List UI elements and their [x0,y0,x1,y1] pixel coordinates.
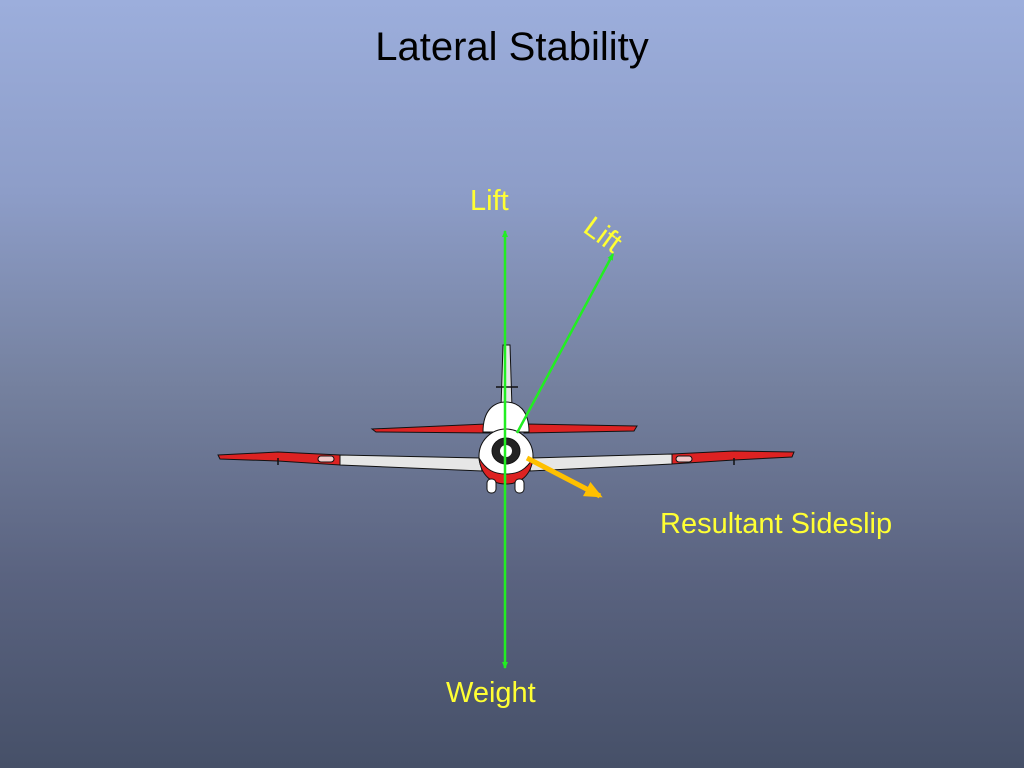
weight-label: Weight [446,677,536,709]
lift-vertical-label: Lift [470,185,509,217]
sideslip-arrow [525,455,603,499]
resultant-sideslip-label: Resultant Sideslip [660,508,893,540]
right-wing [529,450,795,472]
vertical-fin [500,344,513,409]
landing-gear [486,478,525,494]
left-wing [217,451,483,472]
airplane-front-view [217,344,795,494]
horizontal-stabilizer [370,423,638,434]
slide-title: Lateral Stability [375,25,649,69]
tilted-lift-arrow [515,253,615,434]
